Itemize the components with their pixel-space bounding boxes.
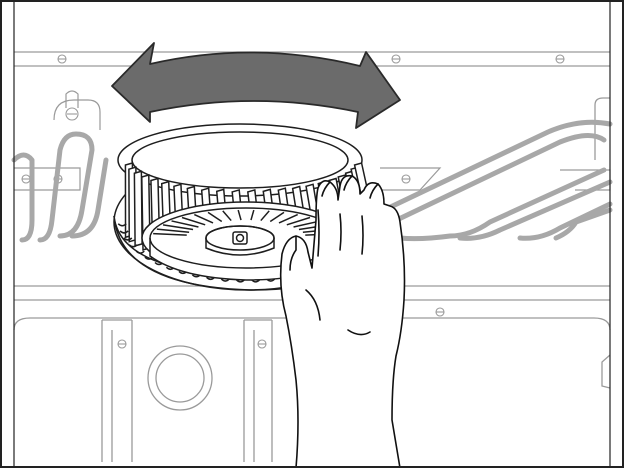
heater-bracket-left bbox=[14, 90, 101, 191]
ring-slot bbox=[119, 230, 129, 234]
inner-blade bbox=[222, 210, 232, 222]
screw-icon bbox=[21, 54, 565, 349]
inner-blade bbox=[269, 211, 285, 223]
inner-blade bbox=[278, 213, 298, 224]
heating-coil-icon bbox=[11, 119, 613, 243]
inner-blade bbox=[207, 211, 223, 223]
inner-blade bbox=[171, 220, 199, 228]
ring-slot bbox=[135, 250, 145, 254]
curved-double-arrow-icon bbox=[111, 42, 401, 129]
inner-blade bbox=[162, 224, 194, 231]
hand-icon bbox=[279, 174, 406, 468]
fan-blade bbox=[133, 170, 143, 247]
inner-blade bbox=[153, 232, 187, 236]
inner-blade bbox=[194, 213, 214, 224]
inner-blade bbox=[156, 228, 190, 234]
inner-blade bbox=[237, 209, 242, 221]
inner-blade bbox=[260, 210, 270, 222]
ring-slot bbox=[123, 237, 133, 241]
inner-blade bbox=[181, 216, 206, 226]
ring-slot bbox=[128, 244, 138, 248]
inner-blade bbox=[286, 216, 311, 226]
inner-blade bbox=[250, 209, 255, 221]
ring-slot bbox=[117, 223, 127, 227]
